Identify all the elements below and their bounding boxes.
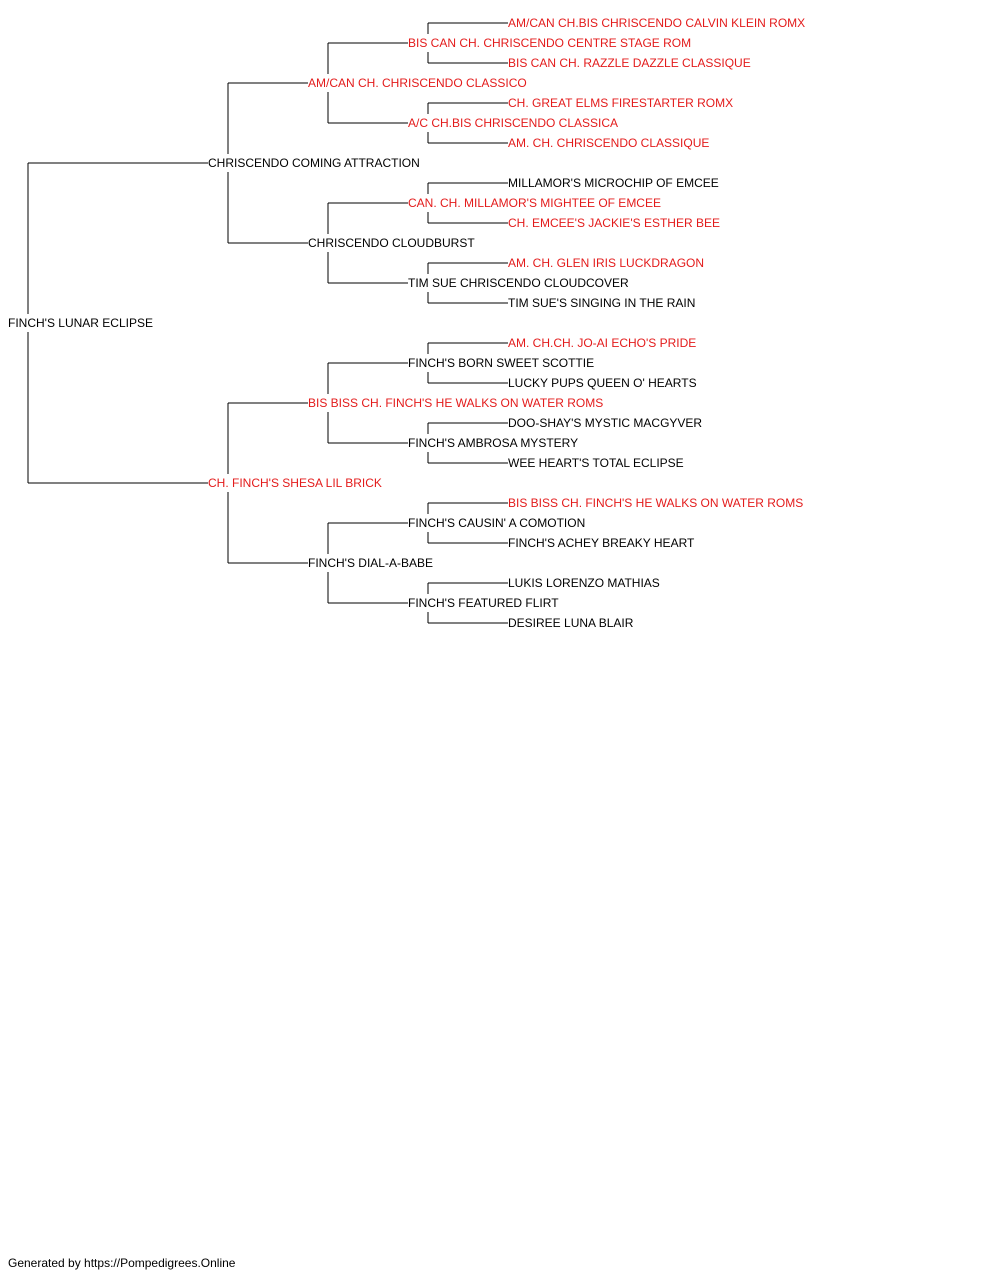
footer-credit: Generated by https://Pompedigrees.Online	[8, 1256, 236, 1270]
dog-name: BIS BISS CH. FINCH'S HE WALKS ON WATER R…	[308, 396, 603, 410]
dog-name: CH. EMCEE'S JACKIE'S ESTHER BEE	[508, 216, 720, 230]
dog-name: DOO-SHAY'S MYSTIC MACGYVER	[508, 416, 702, 430]
dog-name: AM/CAN CH. CHRISCENDO CLASSICO	[308, 76, 527, 90]
dog-name: DESIREE LUNA BLAIR	[508, 616, 634, 630]
dog-name: AM. CH. CHRISCENDO CLASSIQUE	[508, 136, 709, 150]
dog-name: MILLAMOR'S MICROCHIP OF EMCEE	[508, 176, 719, 190]
dog-name: BIS CAN CH. RAZZLE DAZZLE CLASSIQUE	[508, 56, 751, 70]
dog-name: CHRISCENDO CLOUDBURST	[308, 236, 475, 250]
dog-name: TIM SUE CHRISCENDO CLOUDCOVER	[408, 276, 629, 290]
dog-name: CAN. CH. MILLAMOR'S MIGHTEE OF EMCEE	[408, 196, 661, 210]
dog-name: LUKIS LORENZO MATHIAS	[508, 576, 660, 590]
dog-name: CHRISCENDO COMING ATTRACTION	[208, 156, 420, 170]
dog-name: BIS CAN CH. CHRISCENDO CENTRE STAGE ROM	[408, 36, 691, 50]
dog-name: CH. FINCH'S SHESA LIL BRICK	[208, 476, 382, 490]
dog-name: FINCH'S ACHEY BREAKY HEART	[508, 536, 695, 550]
dog-name: TIM SUE'S SINGING IN THE RAIN	[508, 296, 695, 310]
dog-name: LUCKY PUPS QUEEN O' HEARTS	[508, 376, 697, 390]
dog-name: BIS BISS CH. FINCH'S HE WALKS ON WATER R…	[508, 496, 803, 510]
dog-name: AM. CH.CH. JO-AI ECHO'S PRIDE	[508, 336, 696, 350]
dog-name: FINCH'S AMBROSA MYSTERY	[408, 436, 578, 450]
dog-name: FINCH'S CAUSIN' A COMOTION	[408, 516, 585, 530]
dog-name: AM/CAN CH.BIS CHRISCENDO CALVIN KLEIN RO…	[508, 16, 805, 30]
dog-name: FINCH'S FEATURED FLIRT	[408, 596, 559, 610]
dog-name: FINCH'S LUNAR ECLIPSE	[8, 316, 153, 330]
dog-name: FINCH'S BORN SWEET SCOTTIE	[408, 356, 594, 370]
dog-name: WEE HEART'S TOTAL ECLIPSE	[508, 456, 684, 470]
dog-name: A/C CH.BIS CHRISCENDO CLASSICA	[408, 116, 618, 130]
dog-name: AM. CH. GLEN IRIS LUCKDRAGON	[508, 256, 704, 270]
dog-name: FINCH'S DIAL-A-BABE	[308, 556, 433, 570]
dog-name: CH. GREAT ELMS FIRESTARTER ROMX	[508, 96, 733, 110]
pedigree-tree: AM/CAN CH.BIS CHRISCENDO CALVIN KLEIN RO…	[8, 16, 805, 630]
